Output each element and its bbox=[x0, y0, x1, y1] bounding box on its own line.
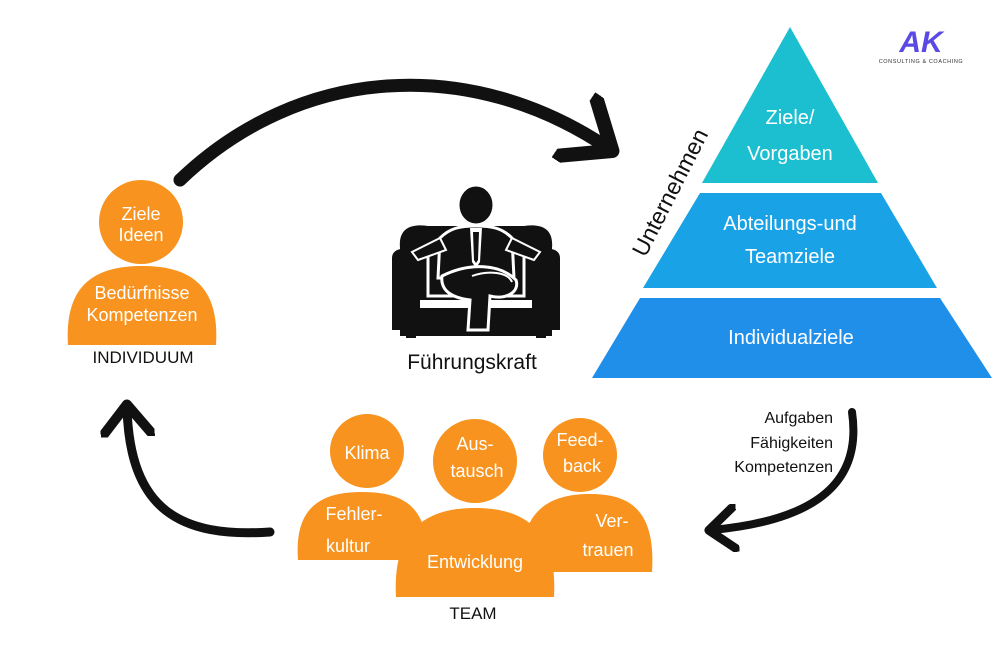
team-member-3-body bbox=[521, 494, 653, 572]
team-member-2-head bbox=[433, 419, 517, 503]
team-member-1-body-text-1: Fehler- bbox=[325, 504, 382, 524]
team-member-3-body-text-1: Ver- bbox=[595, 511, 628, 531]
cycle-arrows bbox=[127, 78, 858, 538]
arrow-label-line-2: Fähigkeiten bbox=[750, 435, 833, 452]
logo-letters: AK bbox=[898, 26, 945, 59]
arrow-label-line-3: Kompetenzen bbox=[734, 459, 833, 476]
team-member-2-body-text: Entwicklung bbox=[427, 552, 523, 572]
individual-body-text-2: Kompetenzen bbox=[86, 305, 197, 325]
individual-figure: Ziele Ideen Bedürfnisse Kompetenzen INDI… bbox=[67, 180, 217, 367]
individual-head bbox=[99, 180, 183, 264]
team-member-1-body bbox=[297, 492, 427, 560]
arrow-company-to-team bbox=[712, 408, 858, 530]
team-member-3-body-text-2: trauen bbox=[582, 540, 633, 560]
team-member-3-head-text-1: Feed- bbox=[556, 430, 603, 450]
arrow-team-to-individual bbox=[127, 408, 275, 538]
team-member-3-head bbox=[543, 418, 617, 492]
team-member-1-head-text: Klima bbox=[344, 443, 390, 463]
person-icon bbox=[410, 183, 542, 332]
pyramid-level-middle-text-2: Teamziele bbox=[745, 246, 835, 268]
leader-figure: Führungskraft bbox=[392, 183, 560, 374]
individual-caption: INDIVIDUUM bbox=[92, 348, 193, 367]
pyramid-level-bottom-text: Individualziele bbox=[728, 327, 854, 349]
arrow-label: Aufgaben Fähigkeiten Kompetenzen bbox=[734, 410, 833, 476]
team-member-2-head-text-2: tausch bbox=[450, 461, 503, 481]
leader-caption: Führungskraft bbox=[407, 351, 537, 374]
company-pyramid: Unternehmen Ziele/ Vorgaben Abteilungs-u… bbox=[592, 27, 992, 378]
team-caption: TEAM bbox=[449, 604, 496, 623]
individual-head-text-1: Ziele bbox=[121, 204, 160, 224]
pyramid-level-top bbox=[702, 27, 878, 183]
team-member-3-head-text-2: back bbox=[563, 456, 602, 476]
logo-tagline: CONSULTING & COACHING bbox=[879, 59, 964, 65]
individual-head-text-2: Ideen bbox=[118, 225, 163, 245]
team-member-1-head bbox=[330, 414, 404, 488]
pyramid-level-middle-text-1: Abteilungs-und bbox=[723, 213, 856, 235]
team-member-2-head-text-1: Aus- bbox=[456, 434, 493, 454]
arrow-individual-to-company bbox=[173, 78, 608, 187]
arrow-label-line-1: Aufgaben bbox=[764, 410, 833, 427]
pyramid-level-top-text-2: Vorgaben bbox=[747, 143, 833, 165]
team-member-2-body bbox=[395, 508, 555, 597]
pyramid-level-top-text-1: Ziele/ bbox=[766, 107, 815, 129]
team-member-1-body-text-2: kultur bbox=[326, 536, 370, 556]
team-group: Klima Fehler- kultur Aus- tausch Entwick… bbox=[297, 414, 653, 623]
pyramid-level-bottom bbox=[592, 298, 992, 378]
ak-logo: AK CONSULTING & COACHING bbox=[879, 26, 964, 65]
individual-body bbox=[67, 266, 217, 345]
individual-body-text-1: Bedürfnisse bbox=[94, 283, 189, 303]
pyramid-level-middle bbox=[643, 193, 937, 288]
